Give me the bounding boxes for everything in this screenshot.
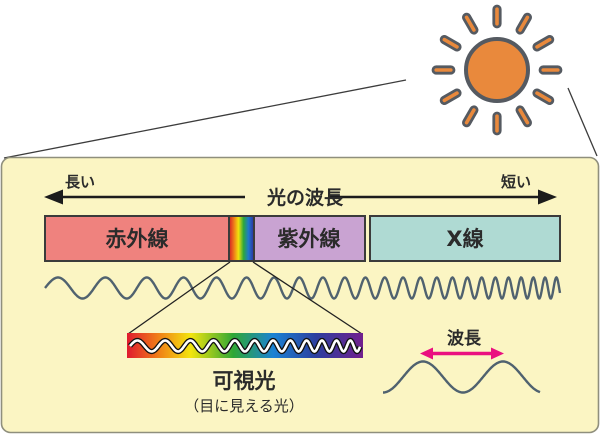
sun-ray [532, 88, 555, 106]
sun-ray [492, 4, 502, 29]
xray-segment [369, 215, 561, 262]
ultraviolet-segment [253, 215, 366, 262]
visible-light-wave [129, 339, 362, 353]
diagram-title: 光の波長 [266, 186, 344, 209]
sun-ray [439, 88, 462, 106]
visible-light-sublabel: （目に見える光） [184, 397, 304, 415]
wavelength-arrow-head-right [491, 347, 504, 360]
sun-ray [532, 34, 555, 52]
zoom-line-left [127, 261, 231, 335]
sun-ray [538, 65, 563, 75]
sun-to-panel-line-left [3, 79, 407, 159]
right-arrow-head [538, 189, 557, 205]
sun-ray [461, 12, 479, 35]
sun-rays [431, 4, 563, 136]
wavelength-arrow-head-left [420, 347, 433, 360]
wavelength-label: 波長 [447, 328, 482, 349]
example-wave [383, 360, 541, 394]
sun-disc [464, 37, 530, 103]
short-wavelength-label: 短い [501, 173, 531, 191]
visible-rainbow-segment [228, 215, 255, 262]
sun-ray [431, 65, 456, 75]
zoom-line-right [252, 261, 363, 335]
wavelength-chirp-wave [44, 275, 562, 300]
sun-ray [439, 34, 462, 52]
long-wavelength-label: 長い [65, 173, 95, 191]
visible-light-label: 可視光 [213, 369, 276, 393]
xray-label: X線 [446, 227, 483, 251]
infrared-label: 赤外線 [106, 227, 169, 251]
infrared-segment [44, 215, 230, 262]
left-arrow-head [44, 189, 63, 205]
sun-ray [515, 12, 533, 35]
sun-ray [492, 111, 502, 136]
sun-ray [461, 105, 479, 128]
sun-icon [431, 4, 563, 136]
sun-ray [515, 105, 533, 128]
ultraviolet-label: 紫外線 [278, 227, 341, 251]
sun-to-panel-line-right [567, 87, 598, 157]
